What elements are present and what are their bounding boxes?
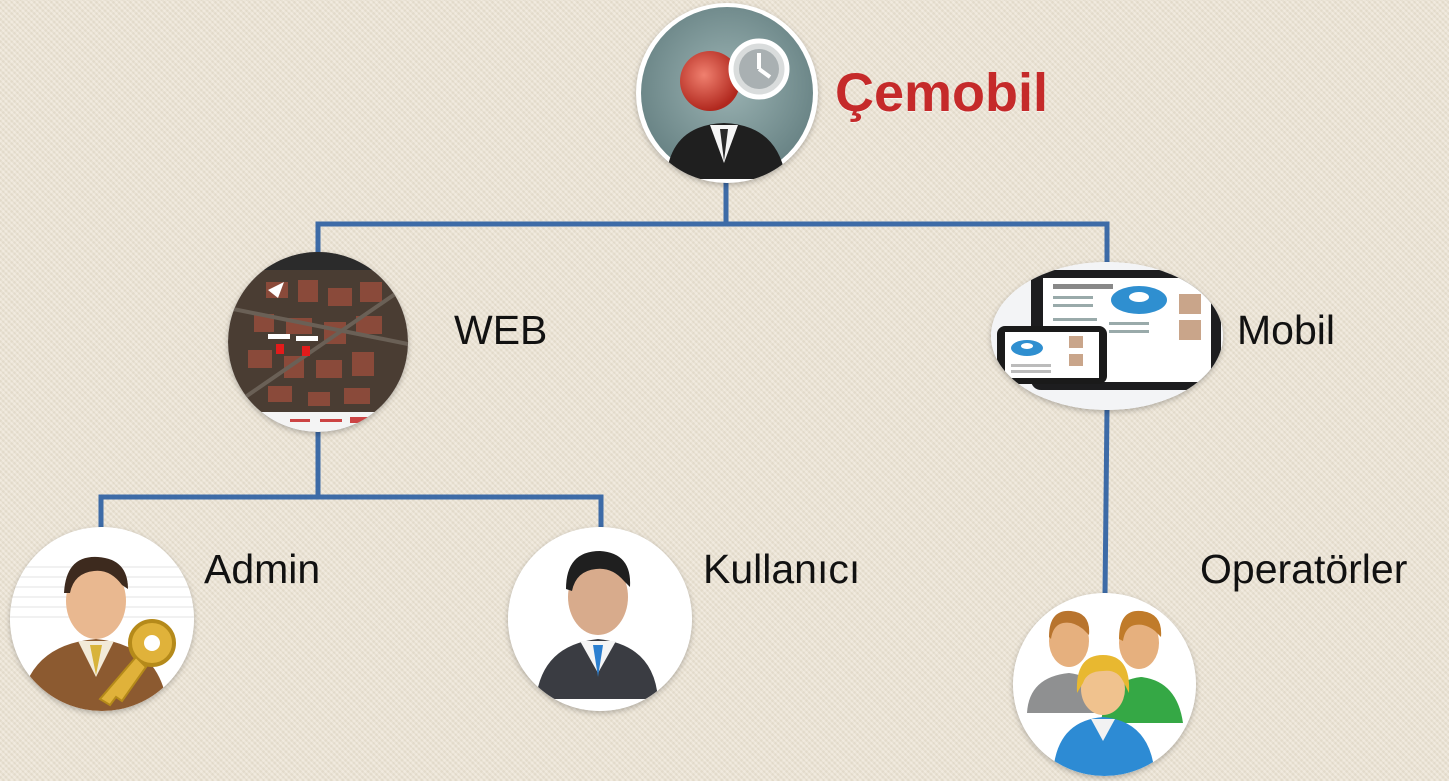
brand-title: Çemobil [835, 63, 1049, 123]
web-label: WEB [454, 307, 548, 353]
web-map-icon [228, 252, 408, 432]
connector-mobile-down [1102, 405, 1110, 599]
admin-label: Admin [204, 546, 321, 592]
operators-node [1013, 593, 1196, 776]
operators-group-icon [1013, 593, 1196, 776]
admin-node [10, 527, 194, 711]
user-node [508, 527, 692, 711]
mobile-node [991, 262, 1223, 410]
user-label: Kullanıcı [703, 546, 861, 592]
root-logo-node [636, 3, 818, 183]
admin-user-key-icon [10, 527, 194, 711]
operators-label: Operatörler [1200, 546, 1408, 592]
web-node [228, 252, 408, 432]
user-person-icon [508, 527, 692, 711]
mobile-label: Mobil [1237, 307, 1335, 353]
mobile-devices-icon [991, 262, 1223, 410]
cemobil-logo-icon [641, 7, 813, 179]
